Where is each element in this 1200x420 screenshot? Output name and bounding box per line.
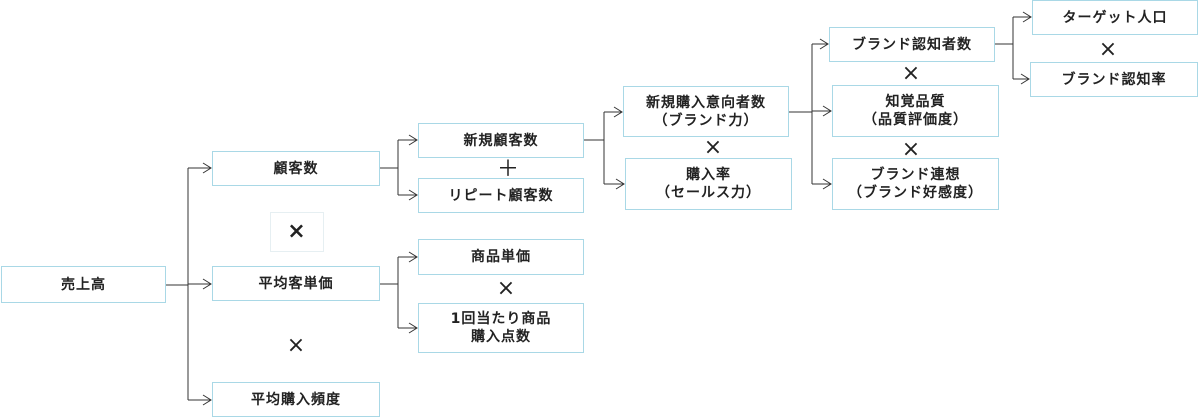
times-operator-5: ×: [901, 61, 921, 86]
node-items-per-purchase: 1回当たり商品 購入点数: [418, 303, 584, 353]
connector-new-customers-arrowhead-1: [615, 178, 625, 190]
plus-operator: ＋: [496, 157, 519, 182]
node-target-population: ターゲット人口: [1032, 0, 1198, 35]
node-brand-awareness-count: ブランド認知者数: [829, 27, 995, 62]
node-perceived-quality: 知覚品質 （品質評価度）: [832, 85, 999, 137]
times-operator-2: ×: [286, 333, 306, 358]
node-new-intent: 新規購入意向者数 （ブランド力）: [623, 86, 789, 137]
times-operator-6: ×: [901, 137, 921, 162]
node-sales: 売上高: [1, 266, 166, 303]
node-purchase-rate: 購入率 （セールス力）: [625, 158, 792, 210]
connector-avg-price-arrowhead-0: [408, 251, 418, 263]
connector-brand-awareness-arrowhead-1: [1020, 73, 1030, 85]
connector-customers-arrowhead-0: [408, 134, 418, 146]
connector-new-intent-arrowhead-0: [819, 38, 829, 50]
node-operator-box: ×: [270, 212, 324, 252]
times-operator-3: ×: [496, 276, 516, 301]
connector-brand-awareness-arrowhead-0: [1022, 11, 1032, 23]
times-operator-4: ×: [703, 135, 723, 160]
connector-sales-arrowhead-2: [202, 394, 212, 406]
connector-sales-arrowhead-1: [202, 278, 212, 290]
node-brand-association: ブランド連想 （ブランド好感度）: [832, 158, 999, 210]
node-new-customers: 新規顧客数: [418, 123, 584, 158]
connector-sales-arrowhead-0: [202, 162, 212, 174]
node-repeat-customers: リピート顧客数: [418, 178, 584, 213]
connector-customers-arrowhead-1: [408, 189, 418, 201]
connector-new-customers-arrowhead-0: [613, 106, 623, 118]
node-avg-freq: 平均購入頻度: [212, 382, 380, 417]
times-operator-7: ×: [1098, 37, 1118, 62]
connector-new-intent-arrowhead-1: [822, 105, 832, 117]
node-customers: 顧客数: [212, 151, 380, 186]
node-brand-awareness-rate: ブランド認知率: [1030, 62, 1198, 97]
node-avg-price: 平均客単価: [212, 266, 380, 301]
connector-new-intent-arrowhead-2: [822, 178, 832, 190]
node-unit-price: 商品単価: [418, 239, 584, 275]
connector-avg-price-arrowhead-1: [408, 322, 418, 334]
times-operator-1: ×: [287, 219, 307, 244]
